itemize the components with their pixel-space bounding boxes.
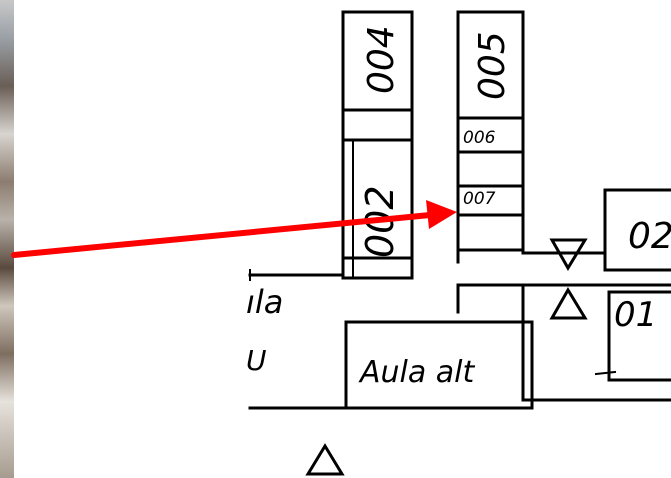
- room-label-aula-partial-2: U: [246, 344, 267, 377]
- triangle-down-icon: [549, 238, 588, 271]
- room-label-02: 02: [628, 216, 671, 257]
- tower-right: [456, 10, 525, 264]
- room-label-aula-partial: ıla: [246, 283, 283, 321]
- room-label-aula-alt: Aula alt: [358, 355, 476, 390]
- triangle-up-icon: [549, 287, 588, 320]
- triangle-up-icon: [305, 443, 345, 476]
- room-label-01: 01: [614, 295, 657, 335]
- corridor: [248, 188, 671, 410]
- room-label-004: 004: [361, 25, 402, 94]
- room-label-005: 005: [472, 31, 513, 100]
- red-arrow-icon: [11, 200, 457, 258]
- photo-strip: [0, 0, 14, 478]
- room-label-007: 007: [463, 189, 496, 209]
- room-label-006: 006: [463, 128, 496, 148]
- tower-left: [341, 10, 414, 280]
- level-markers: [305, 238, 588, 476]
